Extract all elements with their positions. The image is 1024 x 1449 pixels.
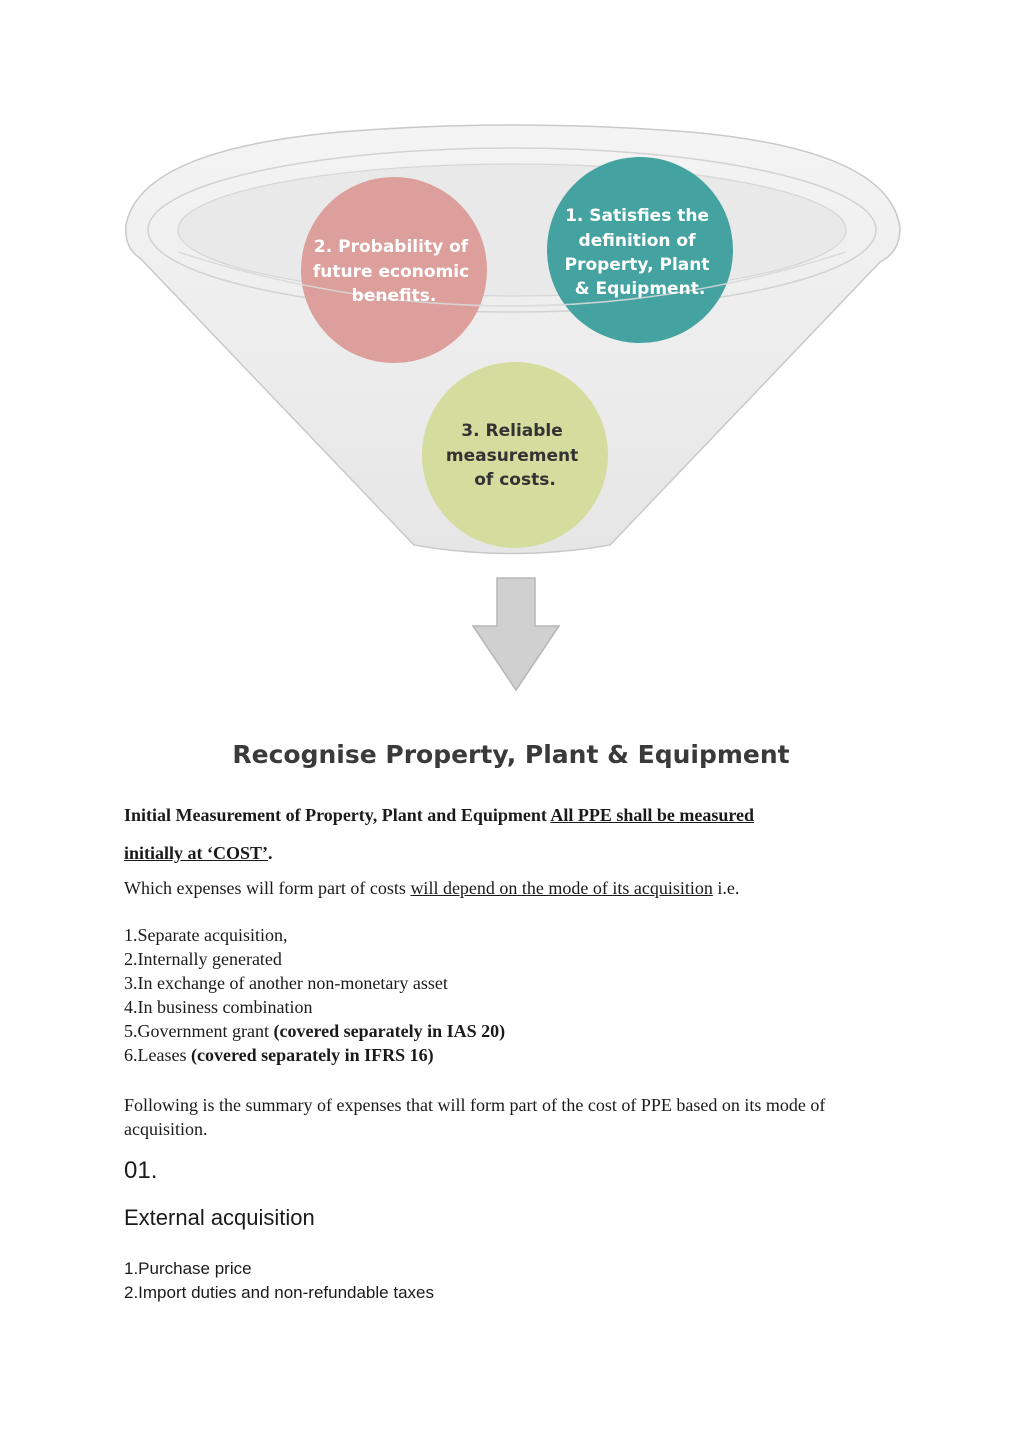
list-item: 1.Separate acquisition, xyxy=(124,925,288,945)
external-acquisition-list: 1.Purchase price 2.Import duties and non… xyxy=(124,1257,884,1305)
heading-bold-text: Initial Measurement of Property, Plant a… xyxy=(124,805,547,825)
mode-sentence-underlined: will depend on the mode of its acquisiti… xyxy=(410,878,713,898)
criterion-1-text: 1. Satisfies the definition of Property,… xyxy=(565,206,716,299)
recognise-ppe-label: Recognise Property, Plant & Equipment xyxy=(232,740,789,769)
section-title: External acquisition xyxy=(124,1205,315,1230)
list-item: 5.Government grant (covered separately i… xyxy=(124,1021,506,1041)
heading-underlined-text-1: All PPE shall be measured xyxy=(550,805,755,825)
criterion-circle-1 xyxy=(547,157,733,343)
ppe-recognition-funnel-diagram: 2. Probability of future economic benefi… xyxy=(125,124,901,769)
criterion-3-text: 3. Reliable measurement of costs. xyxy=(446,421,584,490)
mode-sentence-before: Which expenses will form part of costs xyxy=(124,878,411,898)
list-item: 1.Purchase price xyxy=(124,1259,252,1278)
mode-sentence: Which expenses will form part of costs w… xyxy=(124,876,884,900)
list-item: 6.Leases (covered separately in IFRS 16) xyxy=(124,1045,434,1065)
funnel-rim-inner xyxy=(177,163,847,297)
list-item: 2.Internally generated xyxy=(124,949,282,969)
list-item: 3.In exchange of another non-monetary as… xyxy=(124,973,448,993)
mode-sentence-after: i.e. xyxy=(712,878,740,898)
funnel-rim-front xyxy=(177,251,847,307)
acquisition-modes-list: 1.Separate acquisition, 2.Internally gen… xyxy=(124,923,884,1067)
funnel-rim-outer xyxy=(147,147,877,313)
list-item: 4.In business combination xyxy=(124,997,313,1017)
criterion-circle-3 xyxy=(422,362,608,548)
list-item: 2.Import duties and non-refundable taxes xyxy=(124,1283,434,1302)
down-arrow-icon xyxy=(471,577,561,692)
section-number: 01. xyxy=(124,1157,158,1184)
initial-measurement-heading: Initial Measurement of Property, Plant a… xyxy=(124,796,884,872)
heading-end: . xyxy=(268,843,273,863)
criterion-circle-2 xyxy=(301,177,487,363)
heading-underlined-text-2: initially at ‘COST’ xyxy=(124,843,269,863)
summary-paragraph: Following is the summary of expenses tha… xyxy=(124,1095,826,1139)
criterion-2-text: 2. Probability of future economic benefi… xyxy=(313,237,475,306)
